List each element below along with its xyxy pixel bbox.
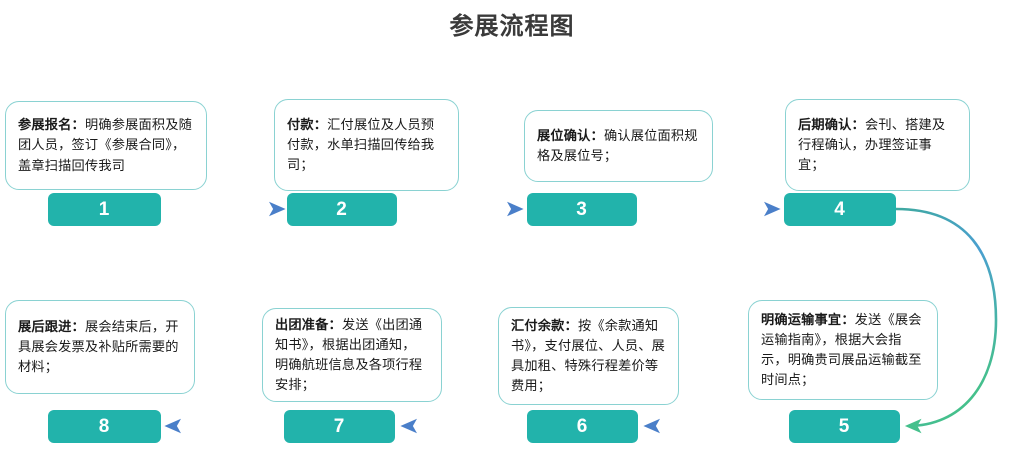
step-badge-3[interactable]: 3: [527, 193, 637, 226]
step-card-2[interactable]: 付款：汇付展位及人员预付款，水单扫描回传给我司；: [274, 99, 459, 191]
step-heading-4: 后期确认：: [798, 116, 865, 132]
step-card-4[interactable]: 后期确认：会刊、搭建及行程确认，办理签证事宜；: [785, 99, 970, 191]
step-badge-8[interactable]: 8: [48, 410, 161, 443]
step-badge-2[interactable]: 2: [287, 193, 397, 226]
step-heading-5: 明确运输事宜：: [761, 311, 855, 327]
step-badge-1[interactable]: 1: [48, 193, 161, 226]
step-body-2: 汇付展位及人员预付款，水单扫描回传给我司；: [287, 116, 435, 173]
page-title: 参展流程图: [449, 13, 575, 40]
step-card-1[interactable]: 参展报名：明确参展面积及随团人员，签订《参展合同》，盖章扫描回传我司: [5, 101, 207, 190]
step-heading-6: 汇付余款：: [511, 317, 578, 333]
step-heading-2: 付款：: [287, 116, 328, 132]
step-badge-4[interactable]: 4: [784, 193, 896, 226]
step-card-7[interactable]: 出团准备：发送《出团通知书》，根据出团通知，明确航班信息及各项行程安排；: [262, 308, 442, 402]
step-heading-7: 出团准备：: [275, 316, 342, 332]
step-card-5[interactable]: 明确运输事宜：发送《展会运输指南》，根据大会指示，明确贵司展品运输截至时间点；: [748, 300, 938, 400]
step-heading-8: 展后跟进：: [18, 318, 85, 334]
step-body-6: 按《余款通知书》，支付展位、人员、展具加租、特殊行程差价等费用；: [511, 317, 666, 394]
step-badge-5[interactable]: 5: [789, 410, 900, 443]
step-card-6[interactable]: 汇付余款：按《余款通知书》，支付展位、人员、展具加租、特殊行程差价等费用；: [498, 307, 679, 405]
step-badge-7[interactable]: 7: [284, 410, 395, 443]
step-card-3[interactable]: 展位确认：确认展位面积规格及展位号；: [524, 110, 713, 182]
step-body-7: 发送《出团通知书》，根据出团通知，明确航班信息及各项行程安排；: [275, 316, 423, 393]
step-card-8[interactable]: 展后跟进：展会结束后，开具展会发票及补贴所需要的材料；: [5, 300, 195, 394]
step-body-3: 确认展位面积规格及展位号；: [537, 127, 698, 163]
step-body-4: 会刊、搭建及行程确认，办理签证事宜；: [798, 116, 946, 173]
step-body-5: 发送《展会运输指南》，根据大会指示，明确贵司展品运输截至时间点；: [761, 311, 922, 388]
step-body-1: 明确参展面积及随团人员，签订《参展合同》，盖章扫描回传我司: [18, 117, 193, 173]
step-heading-1: 参展报名：: [18, 117, 85, 133]
step-body-8: 展会结束后，开具展会发票及补贴所需要的材料；: [18, 318, 179, 375]
step-badge-6[interactable]: 6: [527, 410, 638, 443]
step-heading-3: 展位确认：: [537, 127, 604, 143]
